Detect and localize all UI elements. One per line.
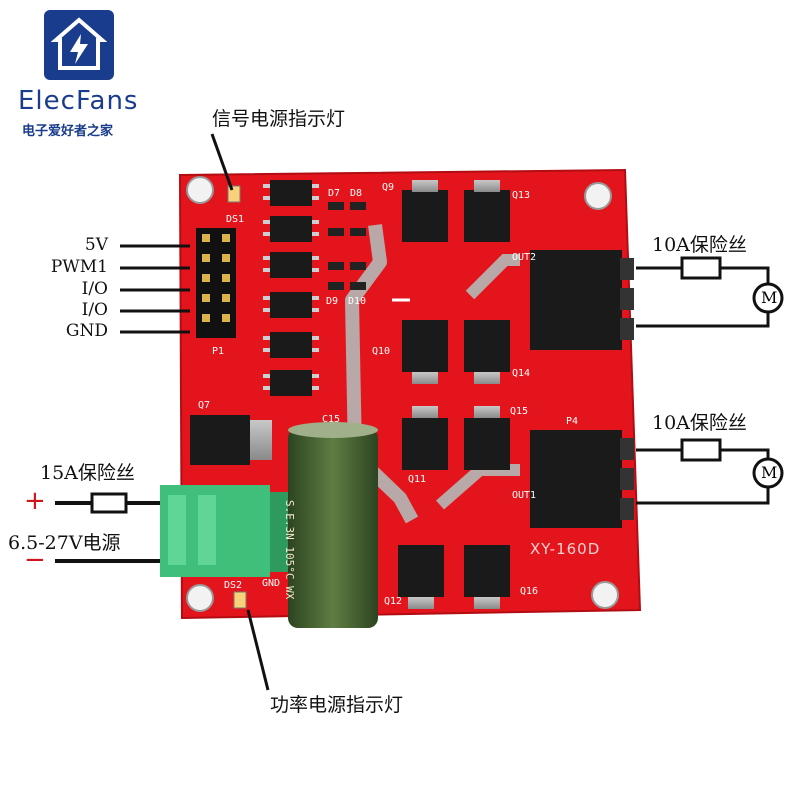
supply-voltage-label: 6.5-27V电源 (8, 532, 121, 554)
label-q14: Q14 (512, 368, 531, 379)
capacitor-c15 (288, 422, 378, 628)
motor2-circuit (636, 438, 784, 505)
input-terminal-green (160, 485, 290, 577)
board-model: XY-160D (530, 540, 601, 558)
label-d7: D7 (328, 188, 341, 199)
label-c15: C15 (322, 414, 341, 425)
label-q12: Q12 (384, 596, 403, 607)
label-p4: P4 (566, 416, 579, 427)
label-out1: OUT1 (512, 490, 537, 501)
regulator-q7 (190, 415, 272, 465)
smd-parts (227, 185, 366, 609)
elecfans-logo (44, 10, 114, 80)
pin-wires (120, 244, 190, 334)
logo-house-icon (44, 10, 114, 80)
label-out2: OUT2 (512, 252, 537, 263)
power-led-pointer (246, 609, 270, 691)
label-q7: Q7 (198, 400, 211, 411)
signal-led-pointer (210, 133, 234, 191)
pin-label-io1: I/O (81, 279, 108, 299)
label-q15: Q15 (510, 406, 529, 417)
fuse-out2-label: 10A保险丝 (652, 412, 747, 434)
label-q10: Q10 (372, 346, 391, 357)
label-d10: D10 (348, 296, 367, 307)
capacitor-marking: S.E.3N 105°C WX (283, 500, 296, 600)
output-terminal-2 (530, 430, 634, 528)
motor1-symbol: M (761, 288, 778, 307)
label-gnd: GND (262, 578, 281, 589)
label-q9: Q9 (382, 182, 395, 193)
header-p1 (196, 228, 236, 338)
label-ds1: DS1 (226, 214, 245, 225)
label-q13: Q13 (512, 190, 531, 201)
minus-sign: − (24, 545, 46, 575)
mosfet-array (398, 180, 510, 609)
brand-subtitle: 电子爱好者之家 (22, 124, 114, 139)
label-ds2: DS2 (224, 580, 243, 591)
fuse-out1-label: 10A保险丝 (652, 234, 747, 256)
motor2-symbol: M (761, 463, 778, 482)
label-q11: Q11 (408, 474, 427, 485)
power-led-label: 功率电源指示灯 (270, 694, 404, 716)
pin-label-pwm1: PWM1 (50, 257, 108, 277)
brand-name: ElecFans (18, 86, 139, 116)
signal-led-label: 信号电源指示灯 (212, 108, 346, 130)
fuse-in-label: 15A保险丝 (40, 462, 135, 484)
plus-sign: + (24, 486, 46, 516)
label-d9: D9 (326, 296, 339, 307)
pin-label-5v: 5V (84, 235, 108, 255)
pin-label-gnd: GND (65, 321, 108, 341)
label-p1: P1 (212, 346, 225, 357)
pin-label-io2: I/O (81, 300, 108, 320)
optocoupler-ics (263, 180, 319, 396)
output-terminal-1 (530, 250, 634, 350)
supply-wiring (55, 492, 160, 563)
label-q16: Q16 (520, 586, 539, 597)
label-d8: D8 (350, 188, 363, 199)
motor1-circuit (636, 256, 784, 328)
